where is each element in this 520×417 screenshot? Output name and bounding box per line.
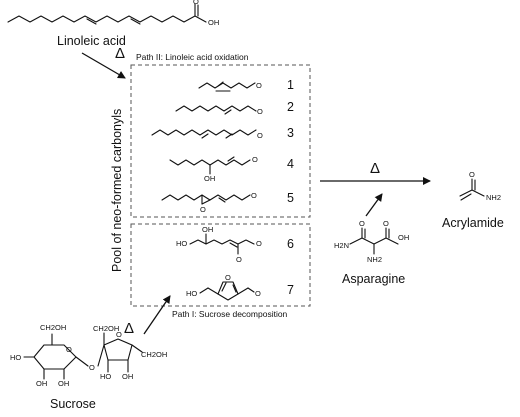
linoleic-acid-label: Linoleic acid [57, 34, 126, 48]
carbonyl-3-o-atom: O [257, 131, 263, 140]
carbonyl-7-ring-o-atom: O [225, 273, 231, 282]
sucrose-ho-1: HO [10, 353, 21, 362]
sucrose-ring-o-1: O [66, 345, 72, 354]
carbonyl-6-number: 6 [287, 237, 294, 251]
heat-delta-top: Δ [115, 45, 125, 62]
carbonyl-6-ho-atom: HO [176, 239, 187, 248]
sucrose-structure: CH2OH O HO OH OH O CH2OH O HO OH CH2OH [10, 323, 167, 388]
carbonyl-4-number: 4 [287, 157, 294, 171]
carbonyl-2-o-atom: O [257, 107, 263, 116]
carbonyl-2-number: 2 [287, 100, 294, 114]
carbonyl-5-structure: O O [161, 191, 257, 214]
sucrose-label: Sucrose [50, 397, 96, 411]
asparagine-h2n: H2N [334, 241, 349, 250]
carbonyl-5-o-atom: O [251, 191, 257, 200]
carbonyl-6-oh-atom: OH [202, 225, 213, 234]
carbonyl-5-epoxide-o-atom: O [200, 205, 206, 214]
acrylamide-structure: O NH2 [459, 170, 501, 202]
acrylamide-label: Acrylamide [442, 216, 504, 230]
asparagine-structure: O OH H2N NH2 O [334, 219, 409, 264]
linoleic-o-atom: O [193, 0, 199, 6]
linoleic-acid-structure: OH O [7, 0, 219, 27]
sucrose-oh-2: OH [58, 379, 69, 388]
heat-delta-main: Δ [370, 160, 380, 177]
path-ii-label: Path II: Linoleic acid oxidation [136, 52, 249, 62]
sucrose-ring-o-2: O [116, 330, 122, 339]
carbonyl-4-o-atom: O [252, 155, 258, 164]
sucrose-ho-2: HO [100, 372, 111, 381]
carbonyl-1-number: 1 [287, 78, 294, 92]
acrylamide-nh2: NH2 [486, 193, 501, 202]
heat-delta-bottom: Δ [124, 320, 134, 337]
carbonyl-4-structure: O OH [169, 155, 258, 183]
asparagine-label: Asparagine [342, 272, 405, 286]
sugar-carbonyl-pool-box [130, 223, 311, 307]
carbonyl-1-structure: O [198, 81, 262, 92]
path-i-label: Path I: Sucrose decomposition [172, 309, 288, 319]
sucrose-oh-3: OH [122, 372, 133, 381]
carbonyl-4-oh-atom: OH [204, 174, 215, 183]
carbonyl-2-structure: O [175, 105, 263, 116]
asparagine-nh2: NH2 [367, 255, 382, 264]
carbonyl-6-structure: OH HO O O [176, 225, 262, 264]
sucrose-glycosidic-o: O [89, 363, 95, 372]
carbonyl-6-ketone-o-atom: O [236, 255, 242, 264]
carbonyl-1-o-atom: O [256, 81, 262, 90]
lipid-carbonyl-pool-box [130, 64, 311, 218]
linoleic-to-pool-arrow [81, 52, 126, 79]
carbonyl-3-number: 3 [287, 126, 294, 140]
carbonyl-3-structure: O [151, 129, 263, 140]
carbonyl-7-structure: HO O O [186, 273, 261, 301]
sucrose-ch2oh-2: CH2OH [93, 324, 119, 333]
carbonyl-7-number: 7 [287, 283, 294, 297]
asparagine-amide-o: O [359, 219, 365, 228]
sucrose-ch2oh-1: CH2OH [40, 323, 66, 332]
carbonyl-7-aldehyde-o-atom: O [255, 289, 261, 298]
acrylamide-o: O [469, 170, 475, 179]
asparagine-oh: OH [398, 233, 409, 242]
carbonyl-7-ho-atom: HO [186, 289, 197, 298]
asparagine-acid-o: O [383, 219, 389, 228]
sucrose-ch2oh-3: CH2OH [141, 350, 167, 359]
pool-label: Pool of neo-formed carbonyls [110, 109, 124, 272]
sucrose-to-pool-arrow [143, 295, 171, 335]
carbonyl-6-aldehyde-o-atom: O [256, 239, 262, 248]
sucrose-oh-1: OH [36, 379, 47, 388]
asparagine-to-arrow [365, 193, 383, 217]
carbonyl-5-number: 5 [287, 191, 294, 205]
linoleic-oh-atom: OH [208, 18, 219, 27]
